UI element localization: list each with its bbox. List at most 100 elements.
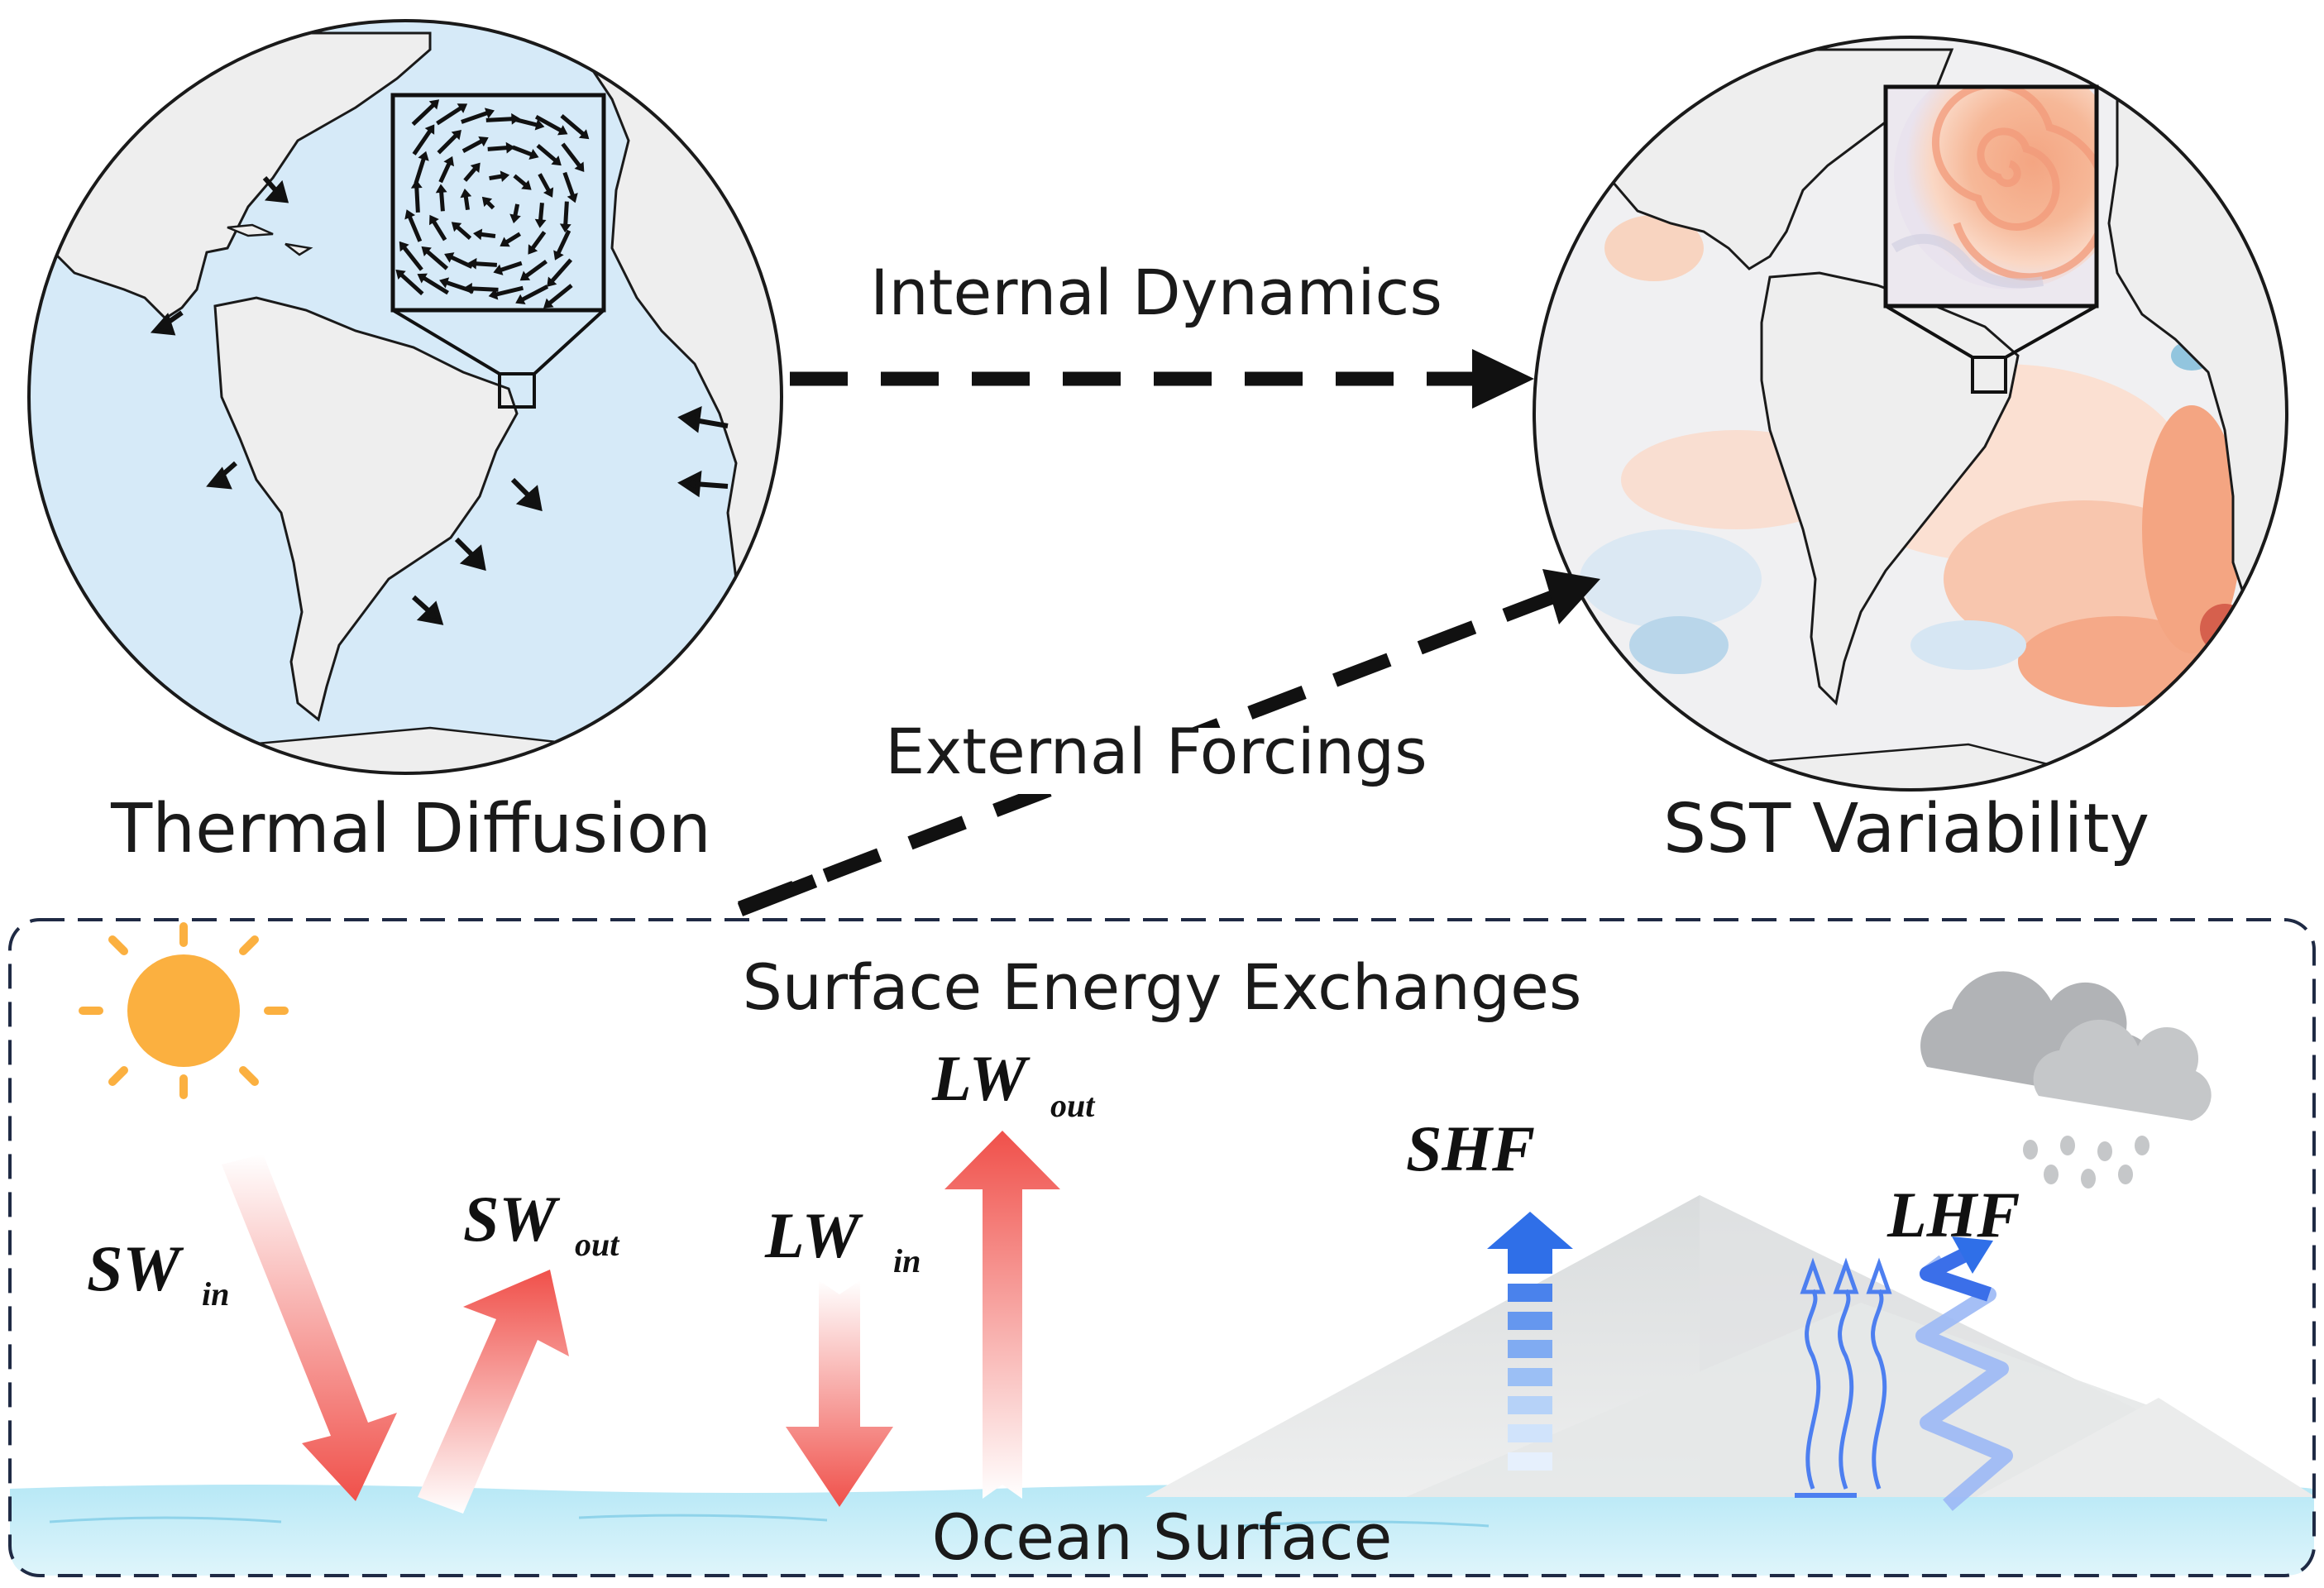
- vector-arrowhead: [519, 270, 531, 281]
- vector-arrowhead: [559, 223, 571, 233]
- vector-arrowhead: [528, 149, 539, 160]
- vector-arrowhead: [418, 151, 429, 161]
- svg-text:SW: SW: [87, 1232, 184, 1304]
- vector-arrowhead: [567, 193, 578, 203]
- vector-arrowhead: [451, 130, 461, 141]
- vector-arrowhead: [521, 179, 532, 190]
- vector-arrow: [534, 115, 562, 132]
- vector-arrowhead: [399, 241, 409, 252]
- vector-arrowhead: [439, 277, 450, 289]
- vector-arrowhead: [470, 162, 481, 174]
- vector-arrowhead: [404, 209, 416, 220]
- lhf-evaporation-arrows: [1795, 1257, 1892, 1498]
- vector-arrow: [481, 232, 496, 238]
- vector-arrow: [411, 103, 435, 127]
- vector-arrow: [486, 201, 495, 210]
- vector-arrowhead: [484, 108, 495, 119]
- inset-vector-arrows: [395, 99, 590, 309]
- svg-text:in: in: [893, 1242, 921, 1279]
- vector-arrowhead: [444, 252, 455, 263]
- surface-energy-panel: Surface Energy Exchanges Ocean Surface: [8, 918, 2316, 1577]
- vector-arrow: [437, 134, 457, 155]
- vector-arrow: [511, 145, 533, 156]
- right-inset-eddy: [1883, 84, 2099, 309]
- vector-arrow: [426, 250, 449, 270]
- vector-arrow: [538, 203, 544, 221]
- shf-label: SHF: [1406, 1112, 1535, 1184]
- vector-arrow: [521, 285, 549, 302]
- vector-arrow: [436, 106, 462, 126]
- vector-arrowhead: [553, 250, 564, 261]
- vector-arrow: [471, 286, 499, 292]
- vector-arrow: [438, 162, 452, 184]
- vector-arrowhead: [500, 237, 510, 247]
- vector-arrow: [456, 225, 472, 240]
- vector-arrow: [476, 261, 498, 267]
- lw-out-arrow: [944, 1131, 1060, 1499]
- vector-arrow: [461, 139, 483, 153]
- vector-arrowhead: [515, 294, 526, 304]
- sw-out-label: SW out: [463, 1183, 620, 1263]
- vector-arrowhead: [410, 179, 423, 189]
- vector-arrowhead: [528, 244, 538, 255]
- lhf-label: LHF: [1886, 1179, 2020, 1251]
- lw-out-label: LW out: [931, 1042, 1096, 1124]
- vector-arrow: [536, 143, 557, 162]
- vector-arrow: [538, 173, 551, 192]
- sst-variability-label: SST Variability: [1663, 790, 2149, 868]
- internal-dynamics-arrow: [790, 349, 1534, 409]
- vector-arrow: [525, 259, 548, 278]
- vector-arrow: [550, 258, 573, 283]
- vector-arrow: [463, 196, 470, 211]
- vector-arrowhead: [534, 119, 545, 131]
- vector-arrowhead: [578, 129, 590, 140]
- left-zoom-marker: [498, 372, 536, 409]
- left-globe-flow-arrows: [150, 176, 729, 625]
- vector-arrowhead: [547, 276, 557, 287]
- lhf-arrow: [1915, 1236, 2013, 1511]
- vector-arrowhead: [424, 124, 435, 135]
- vector-arrow: [531, 231, 547, 250]
- vector-arrowhead: [467, 257, 477, 270]
- shf-arrow: [1487, 1212, 1573, 1471]
- vector-arrow: [563, 201, 569, 225]
- internal-dynamics-label: Internal Dynamics: [870, 256, 1442, 329]
- vector-arrowhead: [493, 264, 504, 275]
- svg-text:SW: SW: [463, 1183, 560, 1255]
- vector-arrow: [423, 276, 449, 295]
- vector-arrow: [562, 171, 575, 196]
- vector-arrowhead: [435, 184, 447, 194]
- left-globe: [27, 19, 783, 775]
- vector-arrowhead: [557, 125, 568, 136]
- lw-in-label: LW in: [764, 1199, 921, 1279]
- vector-arrowhead: [457, 103, 468, 113]
- vector-arrow: [556, 229, 571, 254]
- vector-arrow: [461, 111, 488, 124]
- thermal-diffusion-label: Thermal Diffusion: [110, 790, 711, 868]
- external-arrow-tail: [737, 874, 818, 916]
- vector-arrowhead: [395, 269, 406, 280]
- svg-text:out: out: [575, 1226, 620, 1263]
- vector-arrowhead: [463, 282, 472, 294]
- vector-arrow: [500, 261, 523, 272]
- vector-arrowhead: [488, 289, 499, 300]
- vector-arrow: [505, 232, 522, 244]
- vector-arrow: [548, 284, 573, 305]
- sun-icon: [79, 922, 289, 1099]
- vector-arrow: [560, 114, 585, 136]
- vector-arrowhead: [428, 99, 440, 110]
- vector-arrowhead: [417, 273, 428, 284]
- vector-arrow: [485, 117, 513, 122]
- vector-arrow: [414, 158, 426, 184]
- vector-arrowhead: [509, 213, 521, 224]
- lw-in-arrow: [786, 1280, 893, 1507]
- vector-arrowhead: [551, 155, 562, 166]
- vector-arrowhead: [451, 222, 462, 232]
- vector-arrow: [402, 246, 423, 271]
- ocean-surface-label: Ocean Surface: [932, 1500, 1393, 1574]
- vector-arrow: [400, 273, 424, 296]
- external-label-backdrop: [835, 728, 1472, 794]
- vector-arrow: [432, 220, 447, 242]
- svg-text:out: out: [1050, 1087, 1096, 1124]
- vector-arrow: [487, 146, 507, 151]
